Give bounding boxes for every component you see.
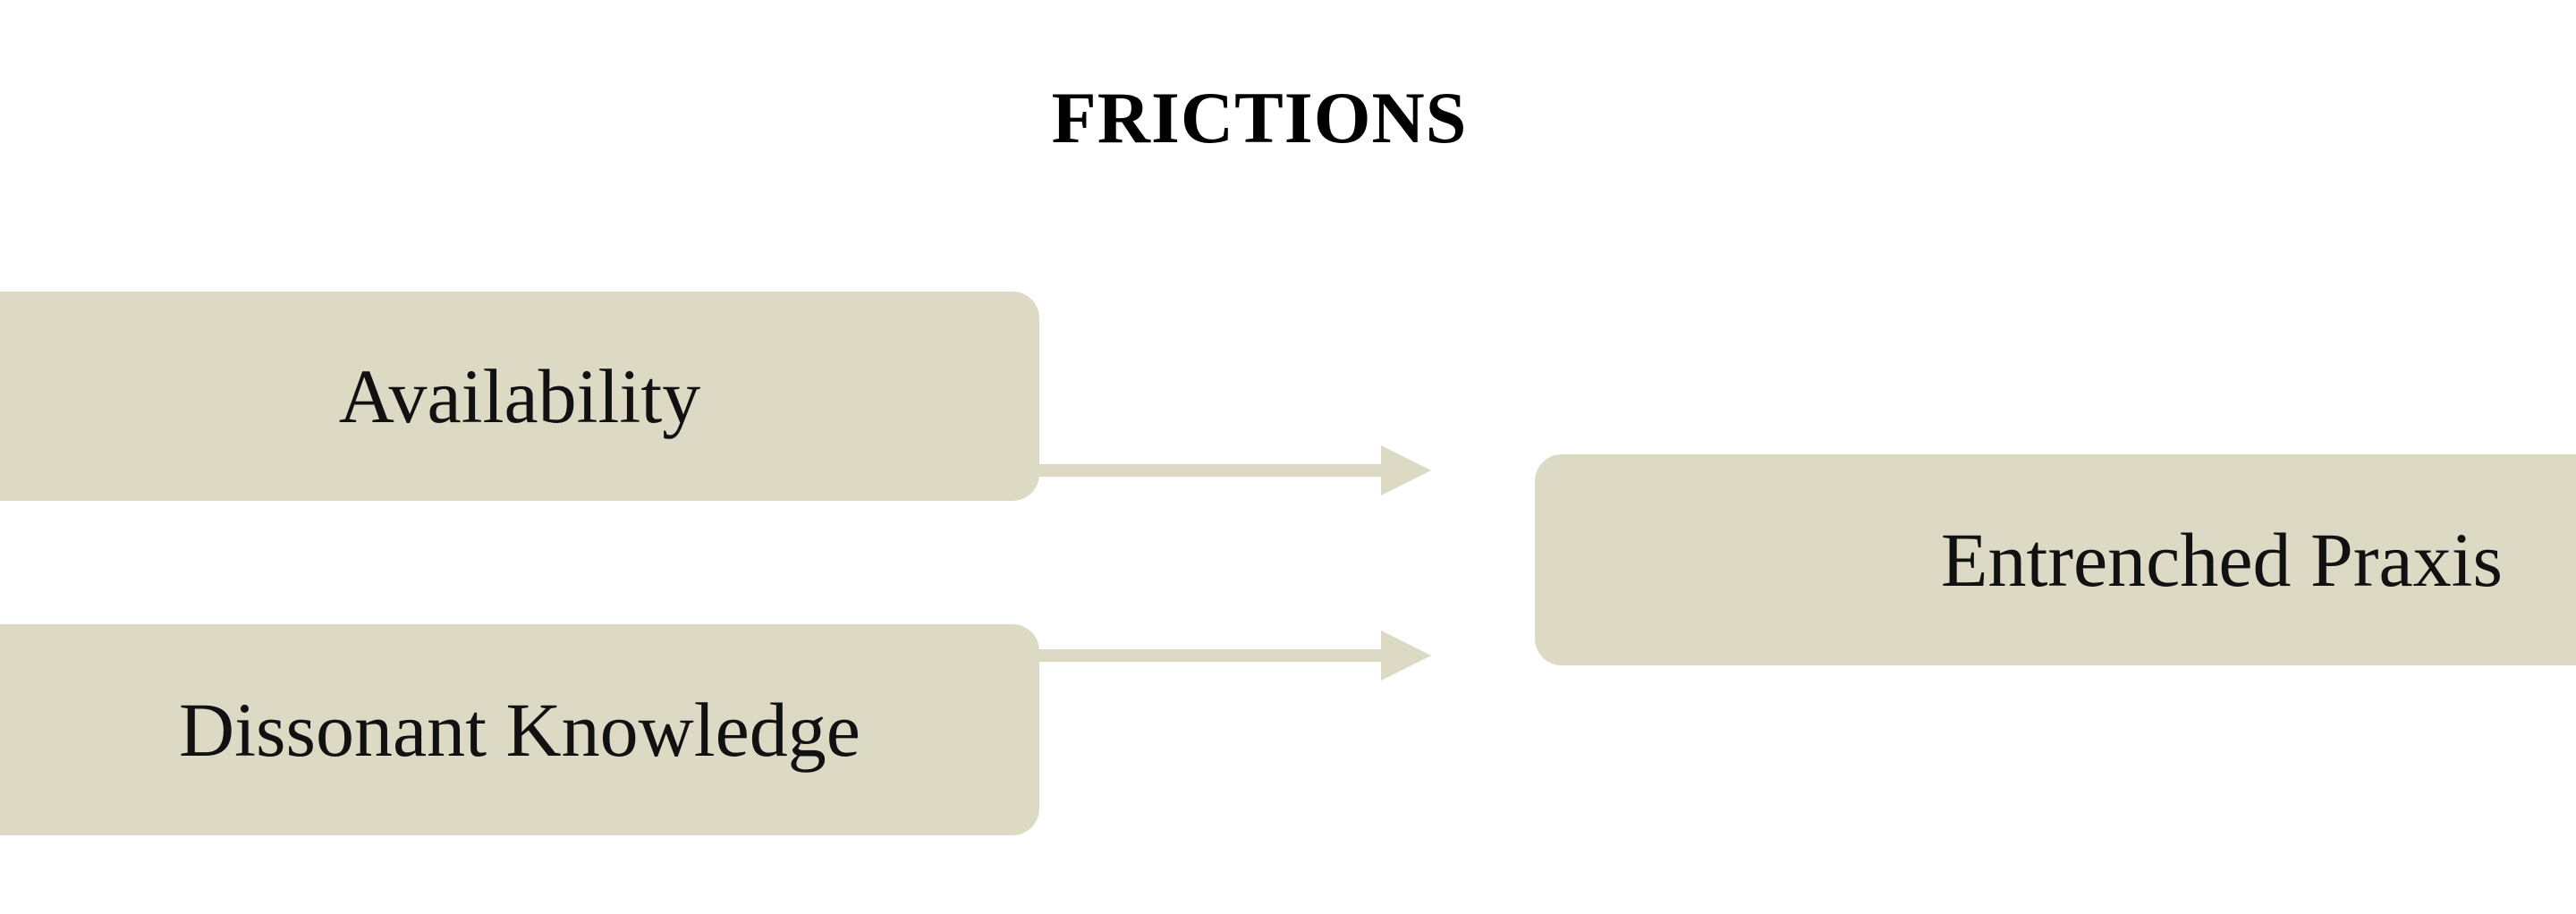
arrow-head bbox=[1381, 445, 1431, 495]
arrow-dissonant-to-entrenched bbox=[1039, 630, 1431, 681]
arrow-availability-to-entrenched bbox=[1039, 445, 1431, 495]
arrow-head bbox=[1381, 630, 1431, 681]
node-entrenched-praxis-label: Entrenched Praxis bbox=[1940, 517, 2503, 603]
node-dissonant-knowledge-label: Dissonant Knowledge bbox=[179, 687, 860, 773]
node-availability: Availability bbox=[0, 292, 1039, 501]
node-entrenched-praxis: Entrenched Praxis bbox=[1535, 454, 2576, 665]
node-dissonant-knowledge: Dissonant Knowledge bbox=[0, 624, 1039, 835]
arrow-shaft bbox=[1039, 464, 1383, 477]
node-availability-label: Availability bbox=[338, 353, 701, 439]
arrow-shaft bbox=[1039, 649, 1383, 662]
diagram-title: FRICTIONS bbox=[1051, 77, 1468, 158]
